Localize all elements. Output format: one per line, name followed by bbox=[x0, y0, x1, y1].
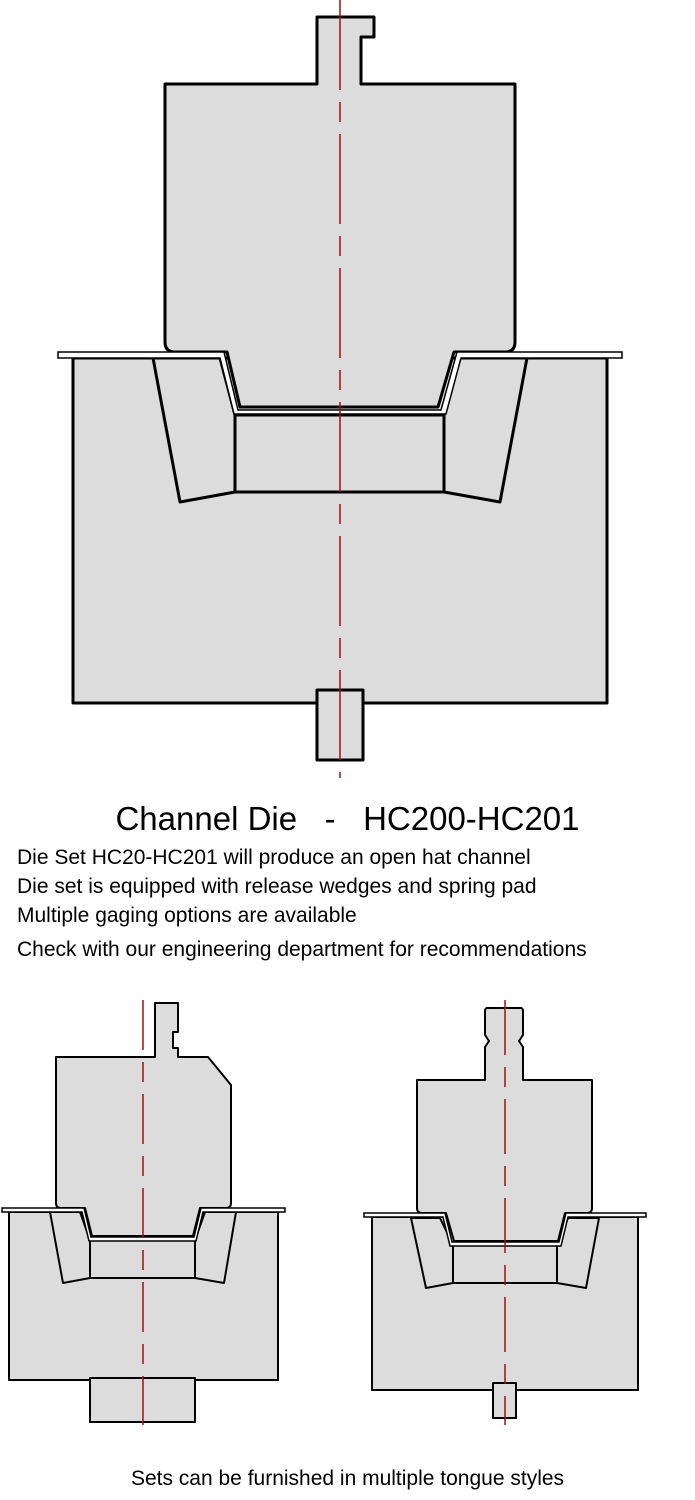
description-line-1: Die Set HC20-HC201 will produce an open … bbox=[17, 846, 531, 869]
description-line-2: Die set is equipped with release wedges … bbox=[17, 875, 537, 898]
left-formed-sheet bbox=[1, 1207, 286, 1242]
drawing-title: Channel Die - HC200-HC201 bbox=[115, 800, 580, 837]
description-line-4: Check with our engineering department fo… bbox=[17, 938, 587, 961]
right-formed-sheet bbox=[363, 1212, 647, 1247]
main-die-set bbox=[57, 0, 623, 778]
bottom-caption: Sets can be furnished in multiple tongue… bbox=[130, 1467, 565, 1490]
right-die-set bbox=[363, 1000, 647, 1425]
left-die-set bbox=[1, 1000, 286, 1425]
description-line-3: Multiple gaging options are available bbox=[17, 904, 357, 927]
main-formed-sheet bbox=[57, 351, 623, 415]
